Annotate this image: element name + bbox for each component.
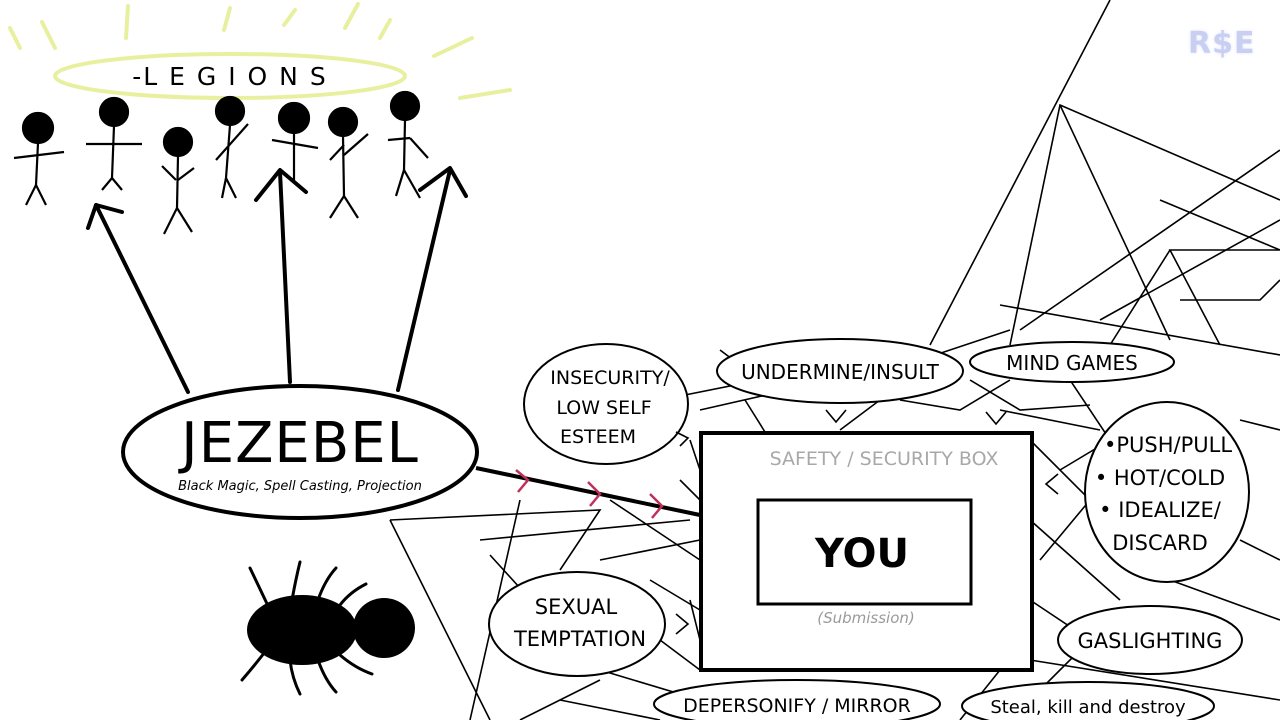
stick-figure-3 (162, 128, 194, 234)
bubble-undermine-label: UNDERMINE/INSULT (741, 360, 940, 384)
bubble-sexual-temptation: SEXUAL TEMPTATION (489, 572, 665, 676)
submission-caption: (Submission) (817, 609, 915, 627)
jezebel-title: JEZEBEL (178, 411, 419, 476)
bubble-insecurity: INSECURITY/ LOW SELF ESTEEM (524, 344, 688, 464)
bubble-sexual-line-2: TEMPTATION (513, 627, 646, 651)
bubble-depersonify: DEPERSONIFY / MIRROR (654, 680, 940, 720)
arrows-to-legions (88, 168, 466, 392)
bubble-push-pull-line-2: • HOT/COLD (1095, 466, 1225, 490)
bubble-gaslighting-label: GASLIGHTING (1078, 629, 1223, 653)
arrow-left (88, 205, 188, 392)
bubble-mind-games-label: MIND GAMES (1006, 351, 1138, 375)
spider (242, 562, 415, 694)
bubble-push-pull-line-3: • IDEALIZE/ (1099, 498, 1222, 522)
jezebel-subtitle: Black Magic, Spell Casting, Projection (178, 479, 422, 494)
stick-figures (14, 92, 428, 234)
halo: -L E G I O N S (10, 4, 510, 98)
bubble-insecurity-line-3: ESTEEM (560, 426, 636, 448)
bubble-insecurity-line-2: LOW SELF (556, 397, 651, 419)
bubble-gaslighting: GASLIGHTING (1058, 606, 1242, 674)
bubble-mind-games: MIND GAMES (970, 342, 1174, 382)
bubble-depersonify-label: DEPERSONIFY / MIRROR (683, 695, 911, 717)
bubble-undermine: UNDERMINE/INSULT (717, 339, 963, 403)
stick-figure-1 (14, 113, 64, 205)
stick-figure-2 (86, 98, 142, 190)
stick-figure-7 (388, 92, 428, 198)
bubble-steal: Steal, kill and destroy (962, 682, 1214, 720)
stick-figure-4 (216, 97, 248, 198)
arrow-middle (256, 170, 306, 382)
legions-label: -L E G I O N S (132, 62, 327, 91)
bubble-steal-label: Steal, kill and destroy (990, 697, 1186, 718)
bubble-push-pull-line-4: DISCARD (1112, 531, 1207, 555)
bubble-sexual-line-1: SEXUAL (535, 595, 618, 619)
arrow-right (398, 168, 466, 390)
you-label: YOU (814, 531, 909, 577)
stick-figure-6 (329, 108, 368, 218)
bubble-push-pull: •PUSH/PULL • HOT/COLD • IDEALIZE/ DISCAR… (1085, 402, 1249, 582)
safety-box: SAFETY / SECURITY BOX YOU (Submission) (701, 433, 1032, 670)
bubble-insecurity-line-1: INSECURITY/ (550, 367, 670, 389)
jezebel-node: JEZEBEL Black Magic, Spell Casting, Proj… (123, 386, 477, 518)
bubble-push-pull-line-1: •PUSH/PULL (1104, 433, 1232, 457)
safety-box-title: SAFETY / SECURITY BOX (770, 448, 999, 470)
